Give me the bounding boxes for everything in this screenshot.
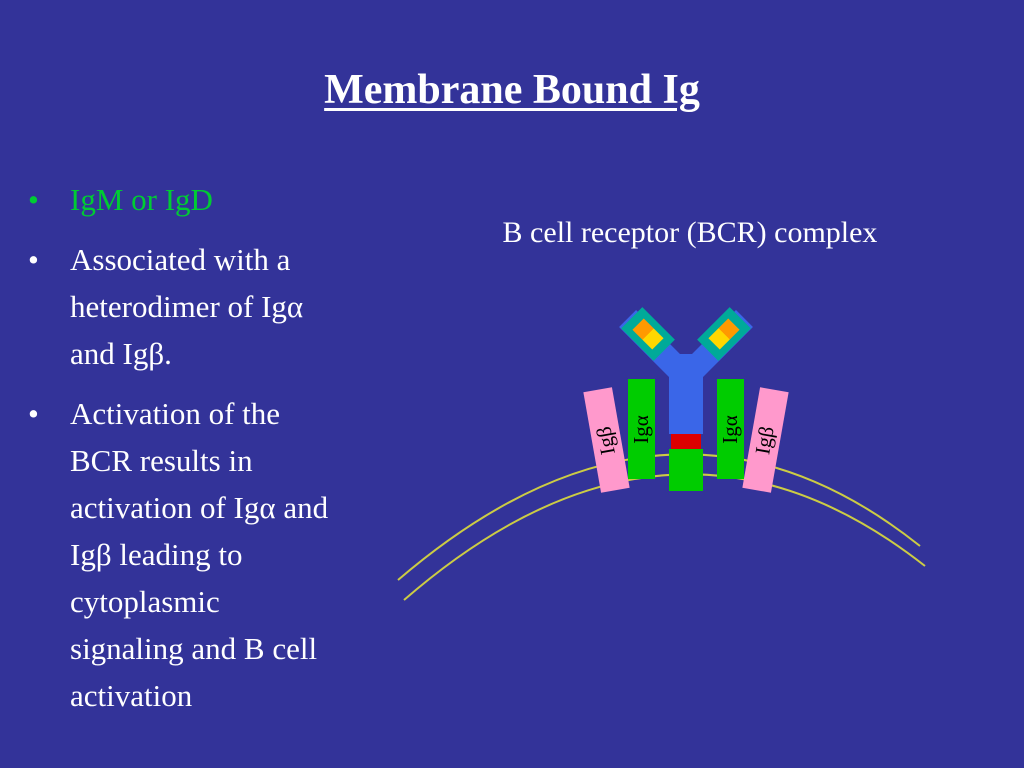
ig-alpha-left-label: Igα [629, 414, 653, 444]
bullet-item: • IgM or IgD [28, 176, 438, 223]
bullet-text: Activation of the BCR results in activat… [70, 390, 438, 719]
ig-beta-right-domain: Igβ [742, 387, 789, 493]
bullet-line: Activation of the [70, 396, 281, 431]
antibody-red-segment [671, 434, 701, 449]
bullet-line: BCR results in [70, 443, 253, 478]
bullet-marker: • [28, 396, 39, 431]
bullet-text: Associated with a heterodimer of Igα and… [70, 236, 438, 377]
bullet-line: Associated with a [70, 242, 291, 277]
membrane-outer-line [397, 453, 921, 581]
bullet-item: • Associated with a heterodimer of Igα a… [28, 236, 438, 377]
antibody-transmembrane-segment [669, 449, 703, 491]
bullet-line: IgM or IgD [70, 182, 213, 217]
bullet-line: Igβ leading to [70, 537, 243, 572]
bullet-line: activation of Igα and [70, 490, 329, 525]
bullet-text: IgM or IgD [70, 176, 438, 223]
ig-beta-left-label: Igβ [591, 424, 621, 457]
bullet-line: heterodimer of Igα [70, 289, 304, 324]
membrane-inner-line [403, 473, 926, 601]
ig-beta-left-domain: Igβ [583, 387, 630, 493]
diagram-caption: B cell receptor (BCR) complex [502, 216, 878, 249]
bullet-item: • Activation of the BCR results in activ… [28, 390, 438, 719]
bullet-line: cytoplasmic [70, 584, 220, 619]
ig-alpha-right-label: Igα [718, 414, 742, 444]
bullet-line: activation [70, 678, 193, 713]
bullet-marker: • [28, 182, 39, 217]
bullet-marker: • [28, 242, 39, 277]
bullet-line: signaling and B cell [70, 631, 318, 666]
ig-alpha-left-domain: Igα [628, 379, 655, 479]
antibody-stem [669, 354, 703, 434]
ig-beta-right-label: Igβ [750, 423, 780, 456]
bullet-line: and Igβ. [70, 336, 172, 371]
page-title: Membrane Bound Ig [324, 67, 700, 113]
bullet-list: • IgM or IgD • Associated with a heterod… [28, 176, 438, 732]
ig-alpha-right-domain: Igα [717, 379, 744, 479]
